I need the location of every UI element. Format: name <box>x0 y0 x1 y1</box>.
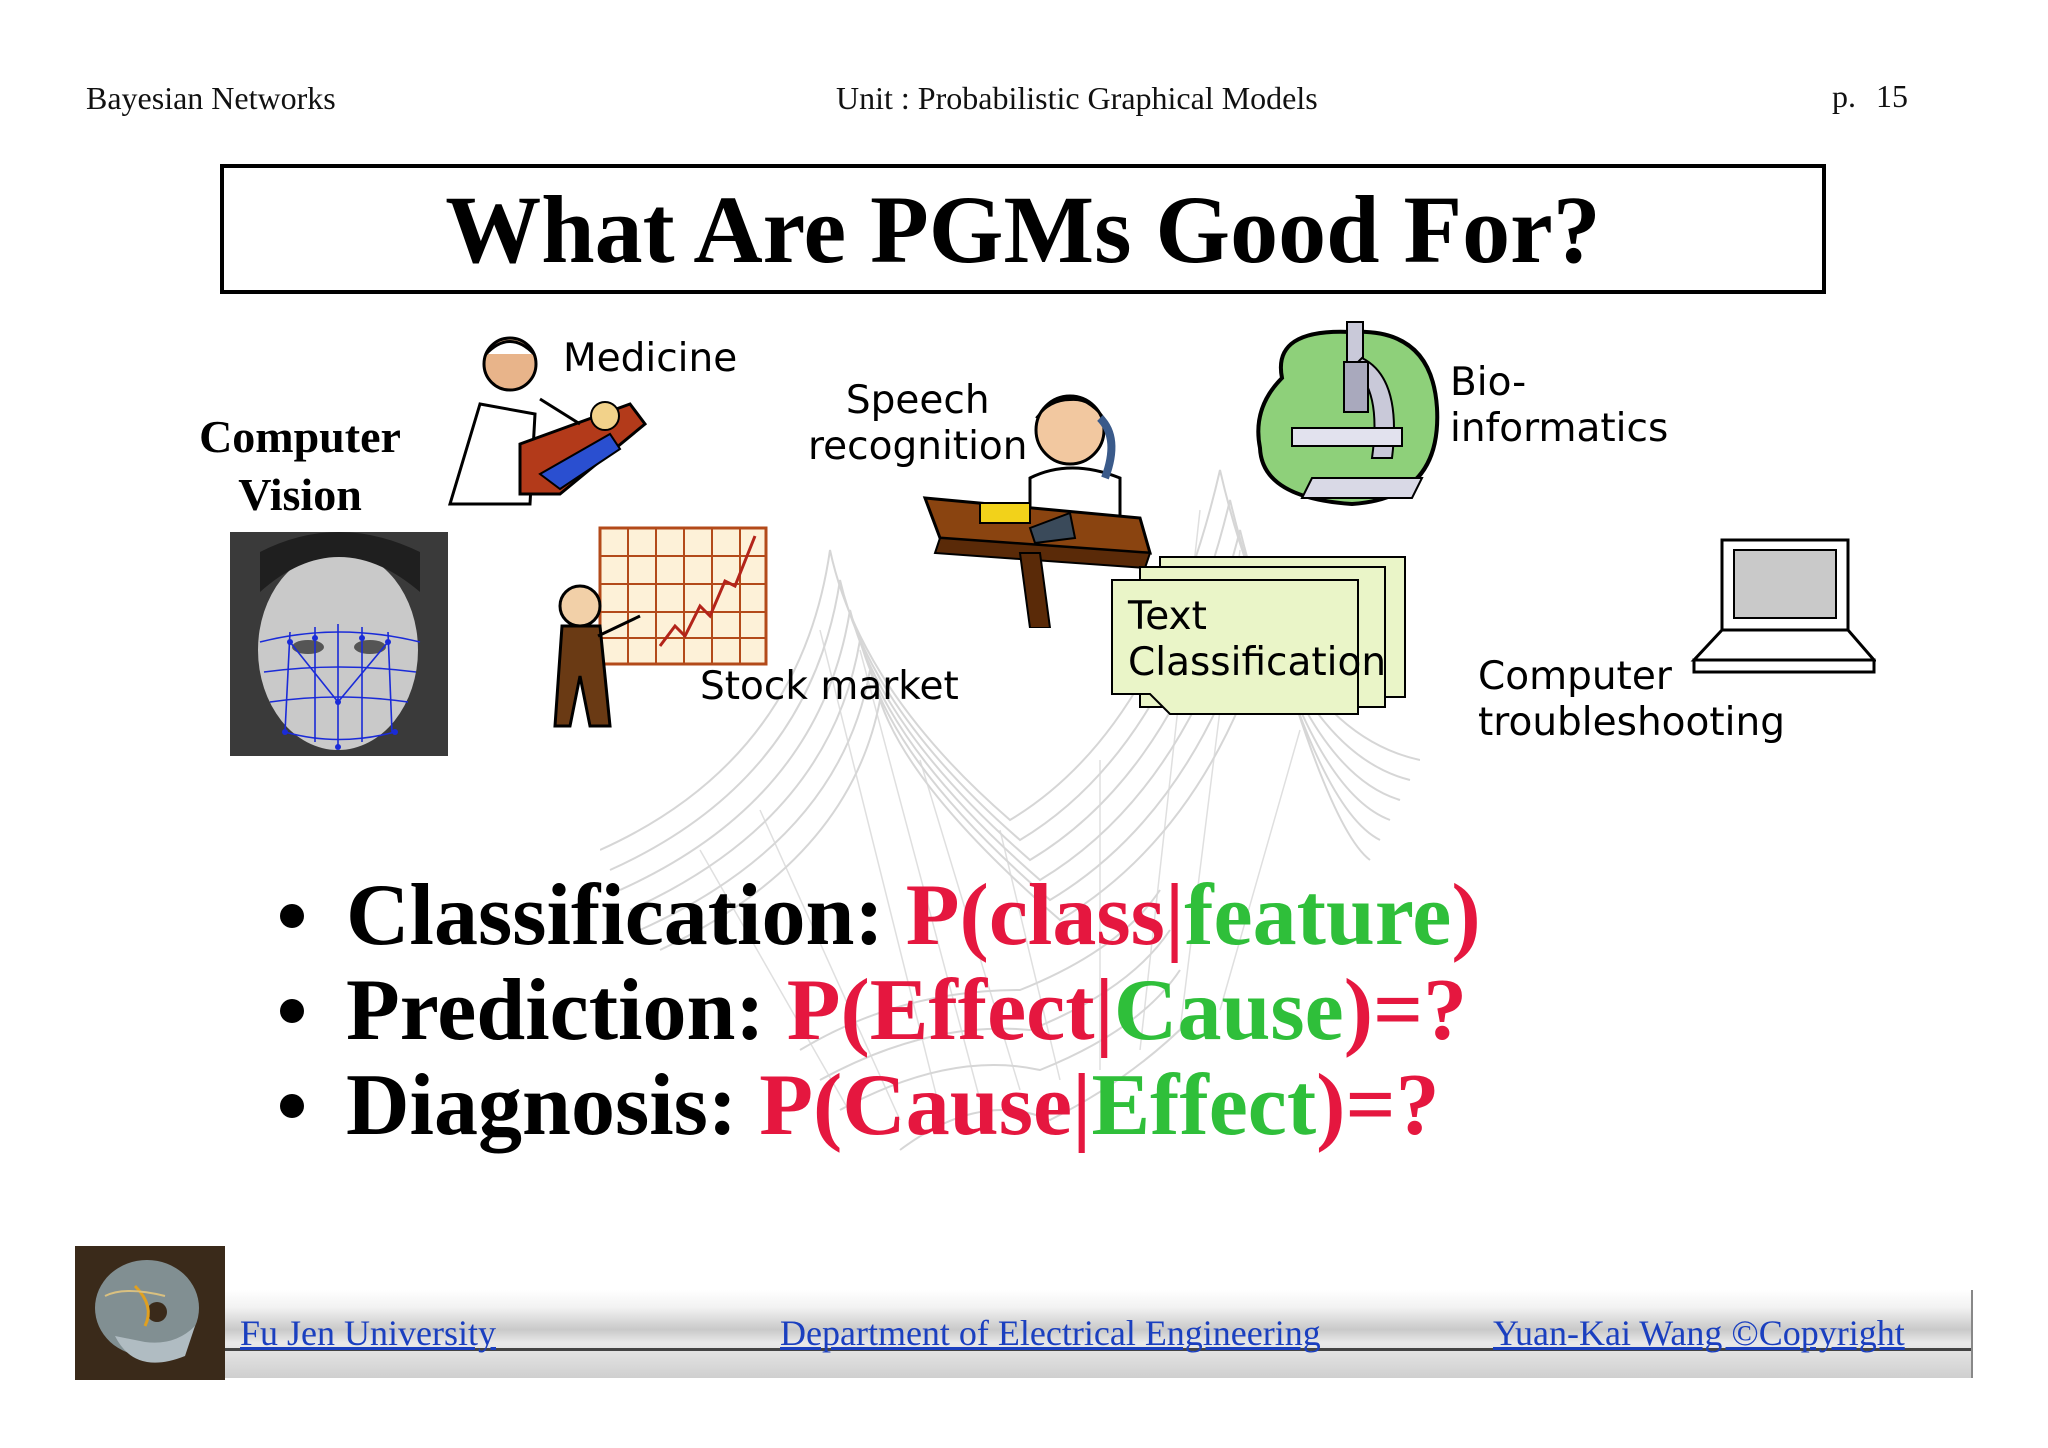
label-troubleshooting-line1: Computer <box>1478 654 1672 699</box>
bullet-diagnosis: Diagnosis: P( Cause | Effect )=? <box>280 1057 1481 1154</box>
formula-first: Cause <box>842 1057 1073 1154</box>
bullet-term: Classification: <box>346 867 884 964</box>
label-stock-market: Stock market <box>700 664 959 709</box>
footer-divider <box>225 1348 1971 1351</box>
bullet-list: Classification: P( class | feature ) Pre… <box>280 867 1481 1154</box>
formula-prefix: P( <box>905 867 989 964</box>
label-text-line2: Classification <box>1128 640 1387 686</box>
bullet-dot <box>280 903 304 928</box>
formula-prefix: P( <box>759 1057 843 1154</box>
formula-prefix: P( <box>786 962 870 1059</box>
telephone-operator-clipart <box>922 394 1153 628</box>
formula-first: Effect <box>869 962 1095 1059</box>
label-speech-line1: Speech <box>845 378 990 423</box>
label-computer-vision-line1: Computer <box>199 411 401 462</box>
label-medicine: Medicine <box>563 336 738 381</box>
label-computer-troubleshooting: Computer troubleshooting <box>1478 654 1785 746</box>
footer-copyright-link[interactable]: Yuan-Kai Wang ©Copyright <box>1493 1313 1905 1353</box>
bullet-term: Prediction: <box>346 962 765 1059</box>
label-text-line1: Text <box>1128 594 1207 639</box>
bullet-dot <box>280 998 304 1023</box>
page-prefix: p. <box>1832 78 1856 114</box>
label-bio-line1: Bio- <box>1450 360 1527 405</box>
formula-suffix: )=? <box>1343 962 1468 1059</box>
formula-second: Effect <box>1091 1057 1317 1154</box>
page-number: 15 <box>1876 78 1908 114</box>
laptop-icon <box>1690 538 1876 674</box>
footer-bar <box>225 1290 1973 1378</box>
documents-clipart <box>1111 556 1406 715</box>
microscope-clipart <box>1256 321 1440 507</box>
title-box: What Are PGMs Good For? <box>220 164 1826 294</box>
label-computer-vision: Computer Vision <box>190 408 410 523</box>
label-computer-vision-line2: Vision <box>238 468 362 520</box>
skull-xray-logo <box>75 1246 225 1380</box>
formula-first: class <box>988 867 1165 964</box>
surface-mesh-illustration <box>600 469 1420 1151</box>
footer-university-link[interactable]: Fu Jen University <box>240 1313 496 1353</box>
label-speech-recognition: Speech recognition <box>808 378 1028 470</box>
header-unit: Unit : Probabilistic Graphical Models <box>836 80 1318 116</box>
bullet-term: Diagnosis: <box>346 1057 738 1154</box>
slide-title: What Are PGMs Good For? <box>445 175 1601 283</box>
stock-chart-clipart <box>553 526 768 728</box>
formula-bar: | <box>1072 1057 1092 1154</box>
formula-bar: | <box>1094 962 1114 1059</box>
formula-second: Cause <box>1113 962 1344 1059</box>
label-troubleshooting-line2: troubleshooting <box>1478 700 1785 746</box>
formula-second: feature <box>1184 867 1452 964</box>
label-bio-line2: informatics <box>1450 406 1669 452</box>
label-bioinformatics: Bio- informatics <box>1450 360 1668 452</box>
bullet-dot <box>280 1093 304 1118</box>
dentist-clipart <box>447 336 648 506</box>
header-course: Bayesian Networks <box>86 80 336 116</box>
formula-bar: | <box>1164 867 1185 964</box>
label-speech-line2: recognition <box>808 424 1028 470</box>
footer-department-link[interactable]: Department of Electrical Engineering <box>780 1313 1321 1353</box>
bullet-classification: Classification: P( class | feature ) <box>280 867 1481 964</box>
label-text-classification: Text Classification <box>1128 594 1386 686</box>
header-page: p. 15 <box>1832 78 1908 115</box>
bullet-prediction: Prediction: P( Effect | Cause )=? <box>280 962 1481 1059</box>
formula-suffix: ) <box>1451 867 1481 964</box>
face-photo <box>230 532 448 756</box>
formula-suffix: )=? <box>1316 1057 1440 1154</box>
